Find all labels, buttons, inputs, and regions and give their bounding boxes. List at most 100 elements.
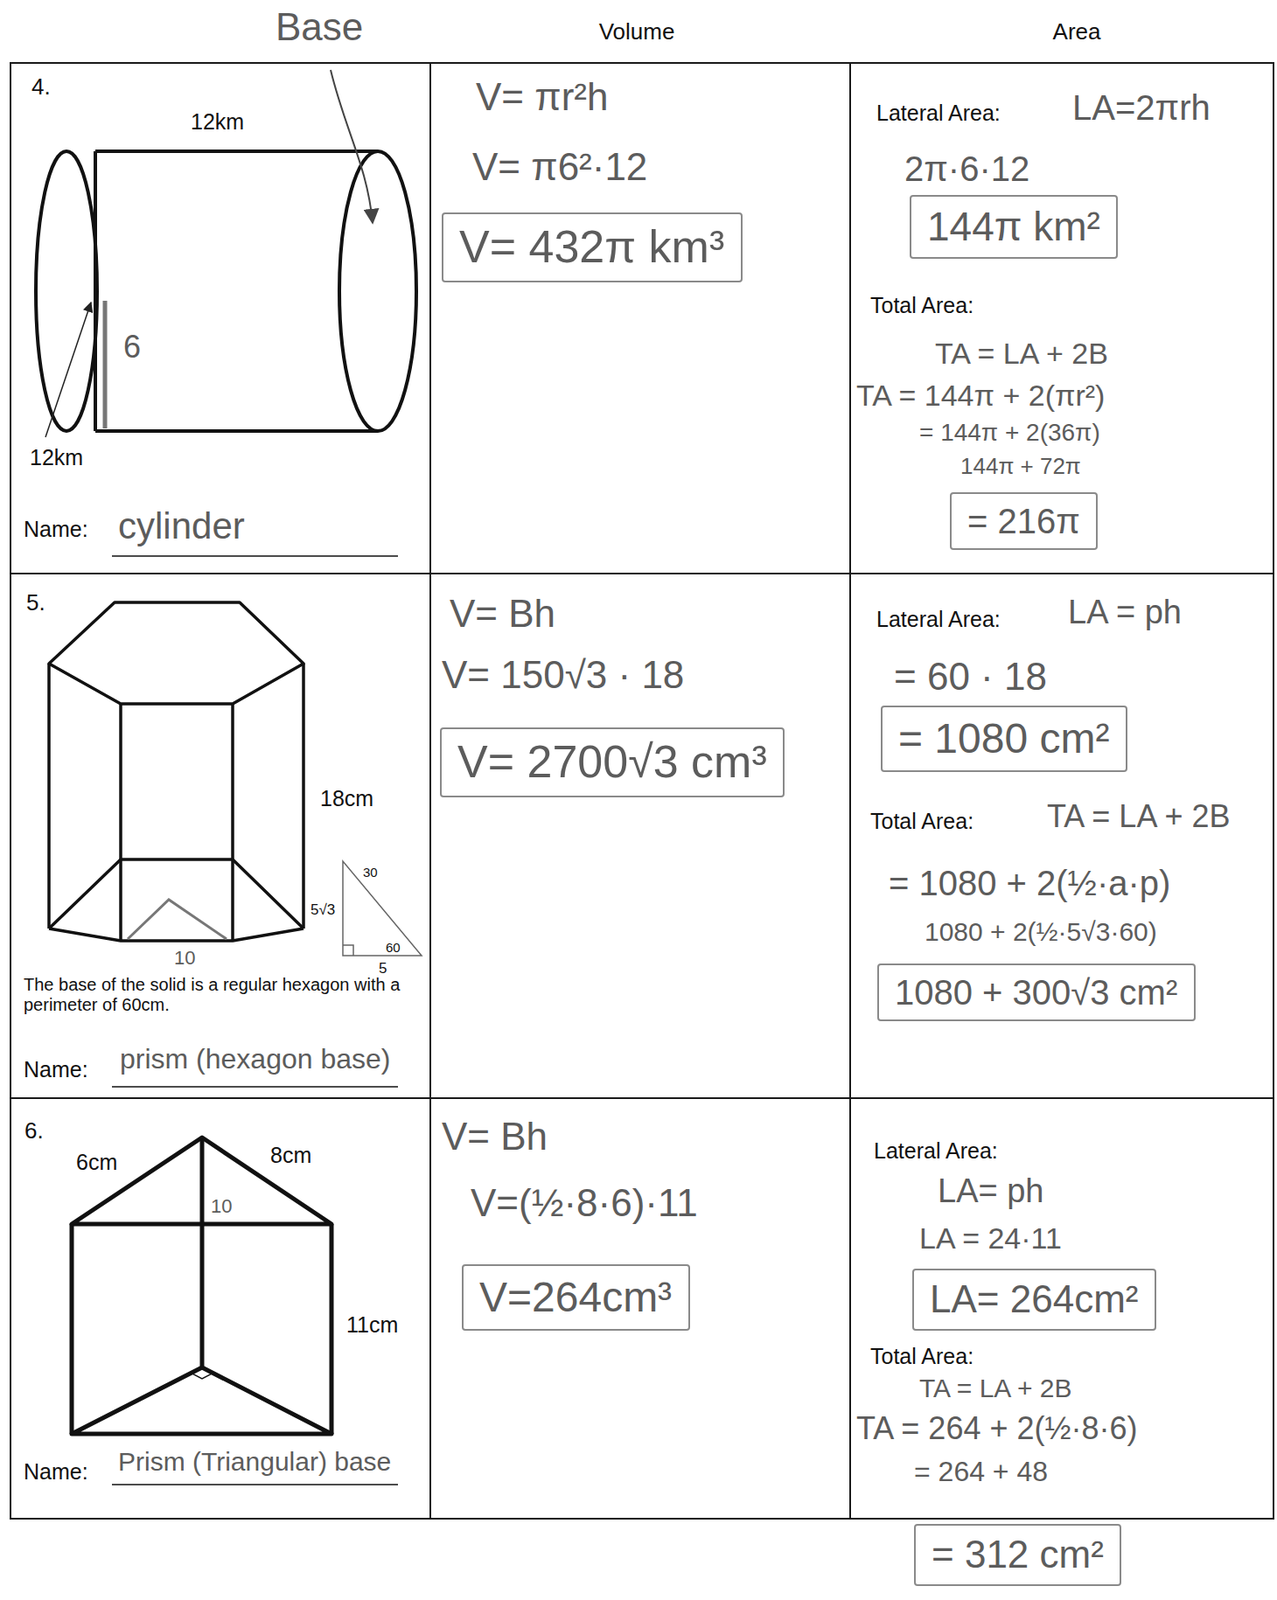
- column-header: Volume: [599, 19, 676, 46]
- handwritten-text: V= Bh: [441, 1115, 548, 1160]
- cylinder-base: [35, 151, 98, 432]
- table-cell: LA= 264cm²= 312 cm²Lateral Area:LA= phLA…: [850, 1098, 1274, 1520]
- handwritten-text: = 264 + 48: [914, 1456, 1048, 1489]
- handwritten-label: Base: [275, 5, 363, 50]
- prism-edge: [329, 1224, 335, 1435]
- printed-text: Lateral Area:: [876, 607, 1001, 633]
- printed-text: 11cm: [346, 1312, 398, 1339]
- handwritten-text: TA = 264 + 2(½·8·6): [856, 1410, 1138, 1447]
- prism-edge: [47, 663, 51, 929]
- radius-mark: [103, 300, 108, 429]
- handwritten-text: 6: [123, 328, 141, 365]
- cylinder-edge: [95, 429, 378, 433]
- printed-text: Total Area:: [870, 809, 974, 835]
- printed-text: 6.: [24, 1118, 44, 1145]
- triangular-prism: [71, 1137, 332, 1435]
- diameter-line: [93, 151, 98, 432]
- handwritten-text: V= Bh: [449, 592, 556, 637]
- answer-box: = 312 cm²: [914, 1524, 1122, 1587]
- handwritten-text: V=264cm³: [479, 1273, 672, 1322]
- handwritten-text: 2π·6·12: [904, 148, 1030, 189]
- handwritten-text: 10: [174, 947, 196, 970]
- handwritten-text: 144π + 72π: [960, 453, 1082, 481]
- printed-text: Total Area:: [870, 293, 974, 319]
- printed-text: 8cm: [270, 1143, 312, 1169]
- handwritten-text: 1080 + 2(½·5√3·60): [924, 917, 1158, 949]
- handwritten-text: cylinder: [118, 505, 245, 548]
- apothem-sketch: [127, 900, 227, 940]
- printed-text: 18cm: [320, 786, 374, 812]
- leader-line: [45, 302, 91, 438]
- handwritten-text: V= 150√3 · 18: [441, 653, 684, 698]
- handwritten-text: V= 432π km³: [459, 221, 725, 274]
- handwritten-text: = 1080 + 2(½·a·p): [888, 863, 1171, 904]
- handwritten-text: LA=2πrh: [1072, 87, 1211, 128]
- handwritten-text: V= πr²h: [475, 75, 608, 120]
- handwritten-text: 10: [210, 1195, 232, 1218]
- handwritten-text: V=(½·8·6)·11: [470, 1181, 698, 1227]
- name-underline: [111, 1086, 398, 1089]
- printed-text: Name:: [23, 516, 89, 543]
- printed-text: Total Area:: [870, 1344, 974, 1370]
- name-underline: [111, 555, 398, 558]
- handwritten-text: 1080 + 300√3 cm²: [894, 972, 1178, 1013]
- handwritten-text: TA = LA + 2B: [1046, 798, 1230, 835]
- handwritten-text: TA = LA + 2B: [919, 1374, 1073, 1405]
- right-angle-mark: [191, 1373, 214, 1379]
- printed-text: 12km: [190, 109, 245, 135]
- hexagonal-prism: [48, 602, 304, 942]
- table-cell: 4. 12km 6 12kmName: cylinder: [10, 62, 431, 574]
- column-header: Area: [1053, 19, 1102, 46]
- printed-text: 30: [362, 865, 378, 880]
- cylinder-edge: [95, 149, 378, 154]
- printed-text: 4.: [31, 74, 51, 101]
- prism-face: [71, 1367, 332, 1435]
- printed-text: 5.: [26, 590, 46, 617]
- table-cell: = 1080 cm² 1080 + 300√3 cm² Lateral Area: L…: [850, 573, 1274, 1099]
- answer-box: V= 2700√3 cm³: [439, 727, 785, 798]
- prism-edge: [230, 704, 235, 942]
- prism-face: [48, 602, 304, 705]
- printed-text: Name:: [23, 1459, 89, 1486]
- handwritten-text: = 1080 cm²: [898, 714, 1110, 763]
- cylinder-drawing: [35, 151, 417, 432]
- handwritten-text: = 216π: [967, 501, 1081, 542]
- answer-box: = 216π: [949, 492, 1098, 551]
- table-cell: 6. 6cm 8cm 10 11cmName: Prism (Triangular) ba…: [10, 1098, 431, 1520]
- handwritten-text: = 60 · 18: [893, 655, 1047, 700]
- handwritten-text: = 312 cm²: [931, 1533, 1104, 1578]
- printed-text: 5: [378, 960, 387, 978]
- prism-edge: [48, 859, 304, 929]
- prism-edge: [48, 928, 304, 942]
- right-angle-mark: [342, 945, 354, 957]
- handwritten-text: LA = 24·11: [919, 1221, 1062, 1257]
- handwritten-text: V= π6²·12: [472, 145, 648, 190]
- handwritten-text: LA = ph: [1067, 593, 1182, 633]
- handwritten-text: TA = LA + 2B: [935, 336, 1109, 371]
- answer-box: V= 432π km³: [441, 212, 743, 283]
- printed-text: Lateral Area:: [873, 1138, 998, 1165]
- handwritten-text: prism (hexagon base): [119, 1043, 391, 1076]
- handwritten-text: = 144π + 2(36π): [919, 418, 1101, 447]
- answer-box: 1080 + 300√3 cm²: [877, 963, 1196, 1022]
- printed-text: 6cm: [76, 1150, 118, 1176]
- table-cell: V=264cm³ V= Bh V=(½·8·6)·11: [430, 1098, 851, 1520]
- table-cell: 144π km²= 216πLateral Area:LA=2πrh2π·6·1…: [850, 62, 1274, 574]
- table-cell: V= 2700√3 cm³ V= Bh V= 150√3 · 18: [430, 573, 851, 1099]
- prism-edge: [301, 663, 306, 929]
- triangle-sketch: [342, 861, 422, 957]
- answer-box: = 1080 cm²: [880, 705, 1128, 773]
- base-arrow: [330, 69, 373, 224]
- printed-text: 12km: [29, 445, 84, 471]
- printed-text: 60: [385, 940, 401, 956]
- printed-text: Lateral Area:: [876, 100, 1001, 126]
- cylinder-base: [339, 151, 417, 432]
- handwritten-text: Prism (Triangular) base: [118, 1447, 391, 1479]
- answer-box: V=264cm³: [461, 1264, 691, 1332]
- handwritten-text: TA = 144π + 2(πr²): [856, 378, 1105, 413]
- prism-edge: [69, 1224, 75, 1435]
- handwritten-text: V= 2700√3 cm³: [457, 736, 768, 789]
- prism-edge: [118, 704, 123, 942]
- table-cell: V= 432π km³ V= πr²h V= π6²·12: [430, 62, 851, 574]
- answer-box: LA= 264cm²: [912, 1269, 1157, 1332]
